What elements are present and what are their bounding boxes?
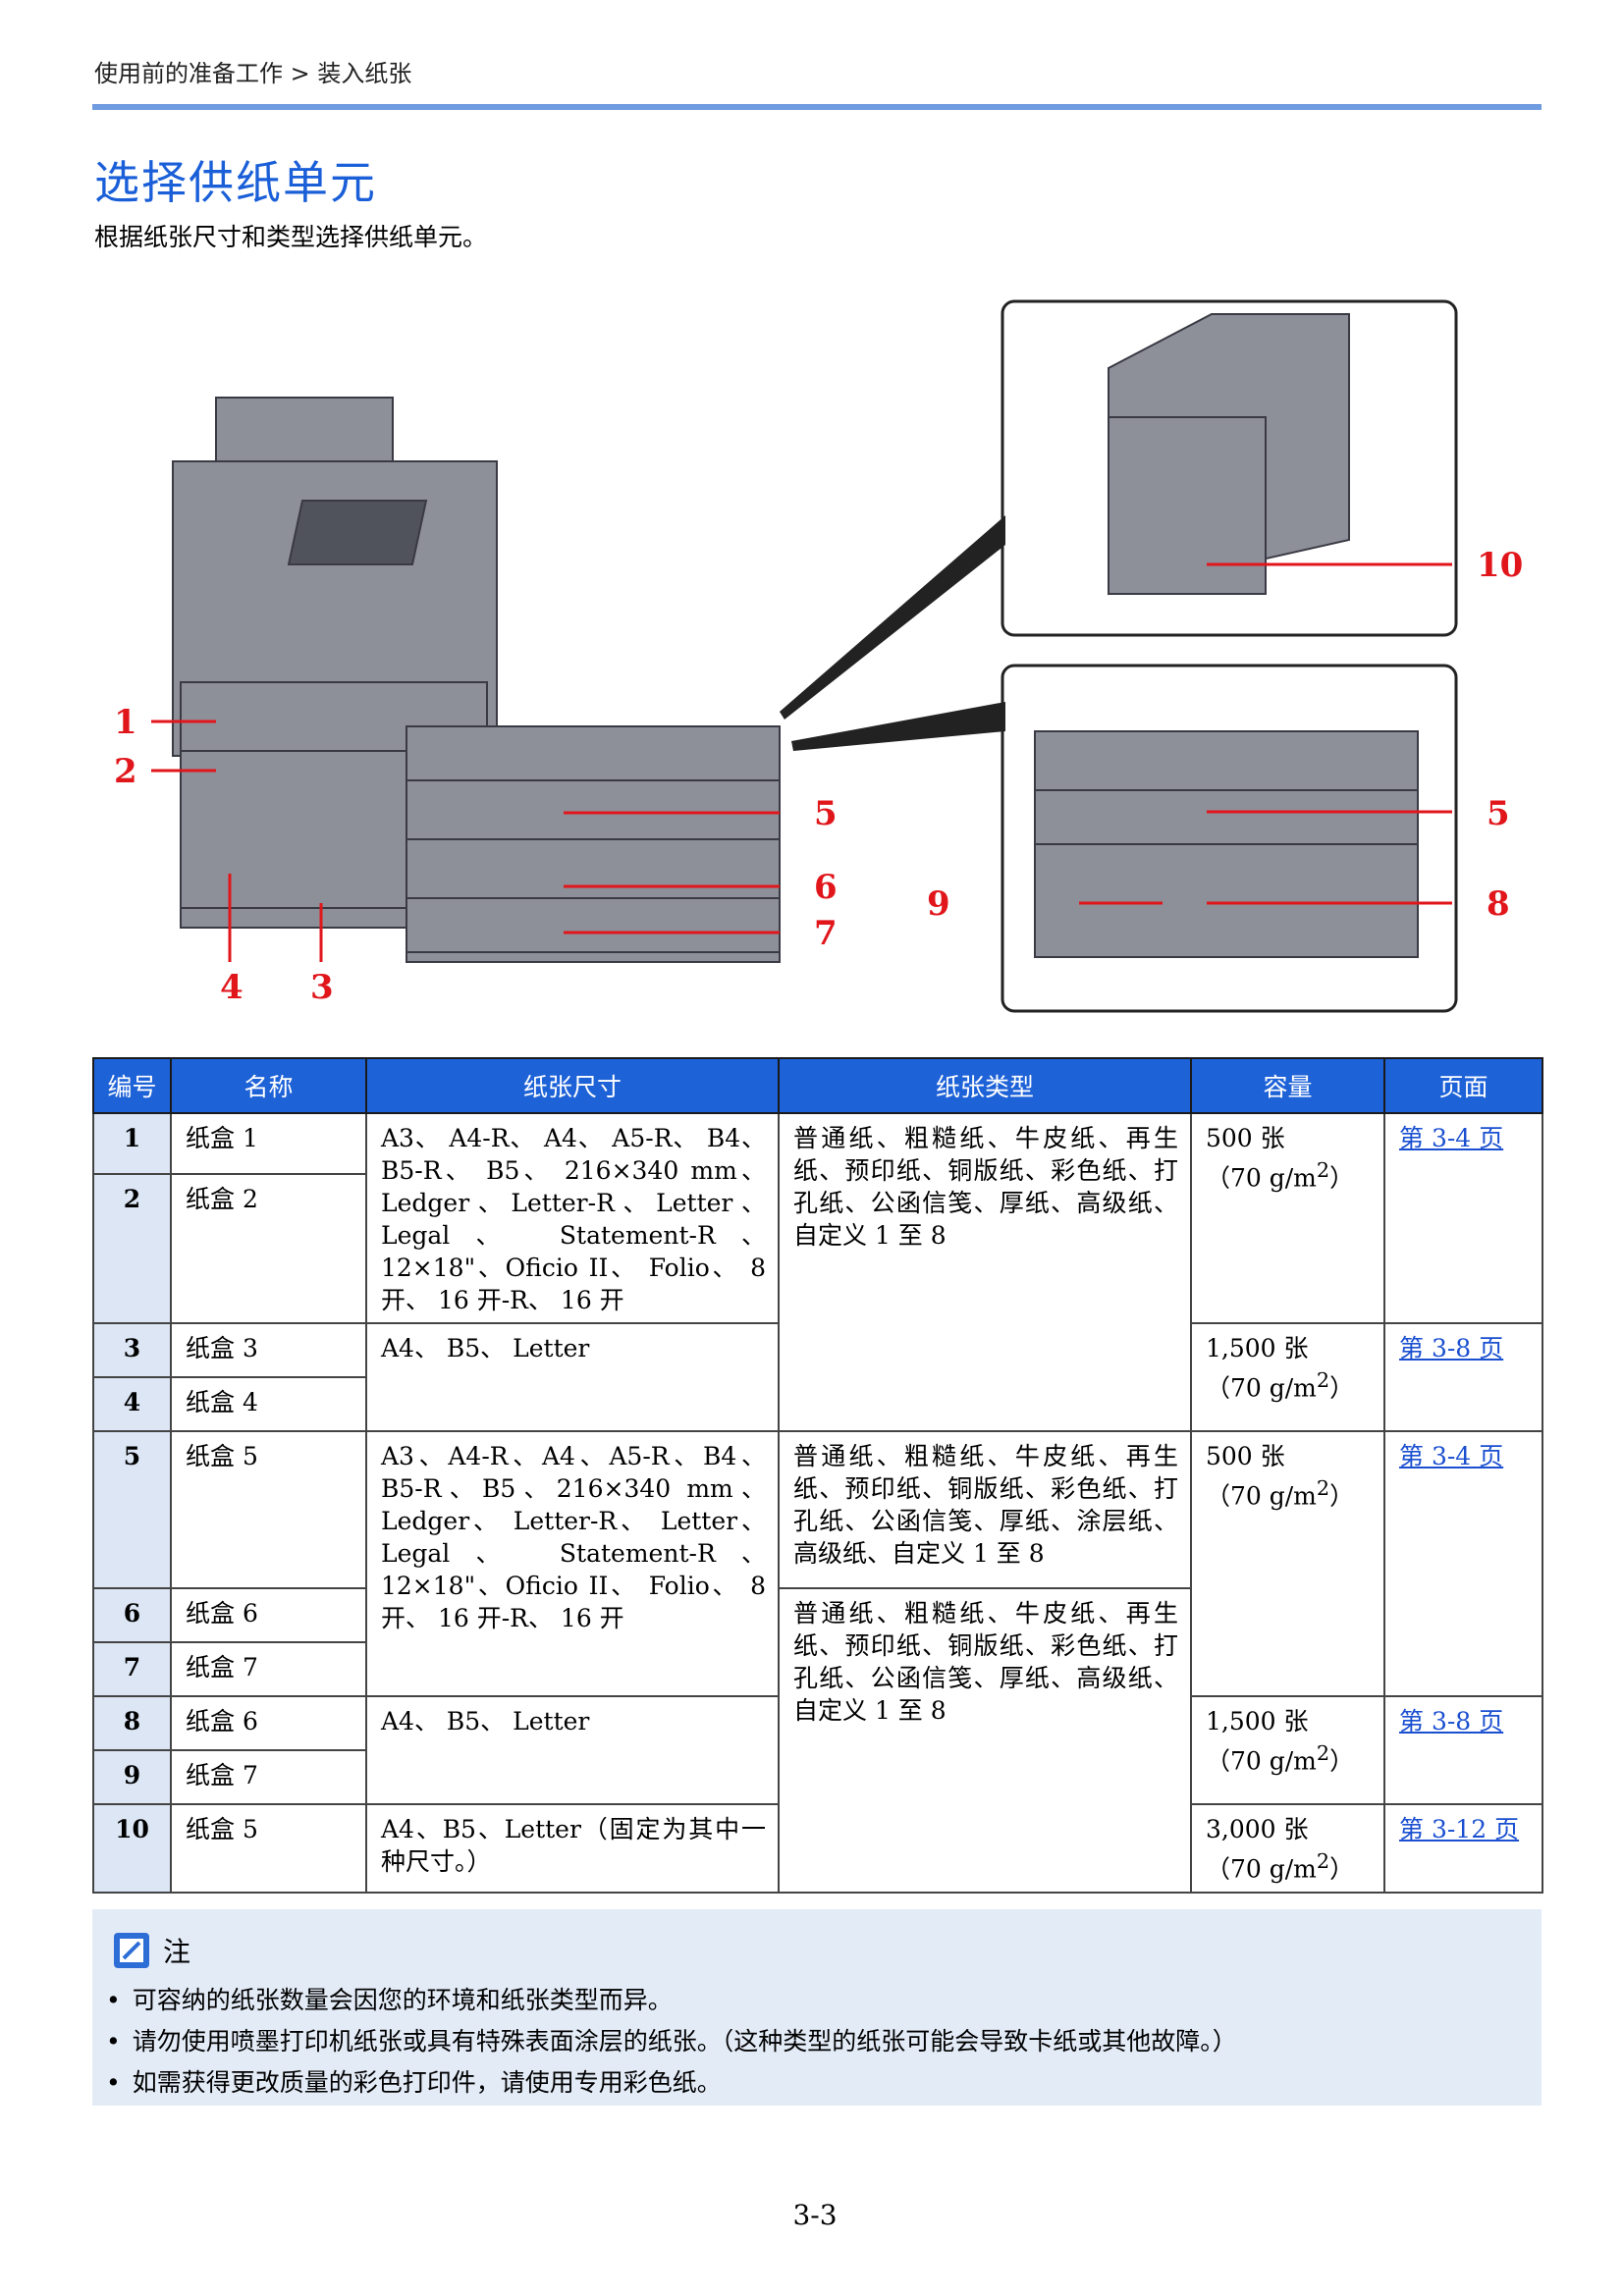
col-capacity: 容量 (1190, 1057, 1385, 1114)
row-name: 纸盒 2 (170, 1173, 367, 1324)
capacity-cell: 500 张（70 g/m2） (1190, 1430, 1385, 1697)
callout-10: 10 (1477, 546, 1523, 585)
note-pencil-icon (114, 1933, 149, 1968)
table-row: 3 纸盒 3 A4、 B5、 Letter 1,500 张（70 g/m2） 第… (92, 1322, 1543, 1432)
row-number: 9 (92, 1749, 172, 1805)
note-item: 可容纳的纸张数量会因您的环境和纸张类型而异。 (106, 1980, 1237, 2021)
page-link-cell: 第 3-4 页 (1383, 1430, 1543, 1697)
capacity-cell: 1,500 张（70 g/m2） (1190, 1322, 1385, 1432)
capacity-cell: 1,500 张（70 g/m2） (1190, 1695, 1385, 1805)
printer-cassette-block (180, 750, 407, 909)
side-deck-drawer-5 (406, 779, 781, 840)
col-name: 名称 (170, 1057, 367, 1114)
paper-size-cell: A3、 A4-R、 A4、 A5-R、 B4、 B5-R、 B5、 216×34… (365, 1112, 780, 1324)
paper-type-cell: 普通纸、粗糙纸、牛皮纸、再生纸、预印纸、铜版纸、彩色纸、打孔纸、公函信笺、厚纸、… (778, 1112, 1192, 1432)
page-link[interactable]: 第 3-12 页 (1399, 1815, 1520, 1843)
callout-3: 3 (310, 968, 334, 1007)
paper-size-cell: A4、 B5、 Letter (365, 1322, 780, 1432)
col-number: 编号 (92, 1057, 172, 1114)
paper-size-cell: A4、 B5、 Letter (365, 1695, 780, 1805)
row-number: 7 (92, 1641, 172, 1697)
row-name: 纸盒 4 (170, 1376, 367, 1432)
printer-panel (287, 500, 428, 565)
row-number: 2 (92, 1173, 172, 1324)
paper-size-cell: A3、A4-R、A4、A5-R、B4、B5-R、B5、216×340 mm、Le… (365, 1430, 780, 1697)
callout-5: 5 (814, 794, 838, 833)
table-row: 10 纸盒 5 A4、B5、Letter（固定为其中一种尺寸。） 3,000 张… (92, 1803, 1543, 1894)
row-number: 10 (92, 1803, 172, 1894)
row-name: 纸盒 1 (170, 1111, 367, 1176)
header-rule (92, 104, 1542, 110)
row-number: 5 (92, 1430, 172, 1589)
row-number: 8 (92, 1695, 172, 1751)
callout-2: 2 (114, 752, 137, 791)
side-deck-drawer-7 (406, 897, 781, 953)
page-subtitle: 根据纸张尺寸和类型选择供纸单元。 (94, 223, 488, 251)
callout-5-detail: 5 (1487, 794, 1510, 833)
page-title: 选择供纸单元 (94, 156, 377, 209)
row-name: 纸盒 5 (170, 1430, 367, 1589)
note-item: 如需获得更改质量的彩色打印件，请使用专用彩色纸。 (106, 2062, 1237, 2104)
table-row: 9 纸盒 7 (92, 1749, 1542, 1805)
row-number: 1 (92, 1111, 172, 1176)
page-link-cell: 第 3-4 页 (1383, 1112, 1543, 1324)
paper-type-cell: 普通纸、粗糙纸、牛皮纸、再生纸、预印纸、铜版纸、彩色纸、打孔纸、公函信笺、厚纸、… (778, 1430, 1192, 1589)
page-link-cell: 第 3-8 页 (1383, 1322, 1543, 1432)
table-row: 6 纸盒 6 普通纸、粗糙纸、牛皮纸、再生纸、预印纸、铜版纸、彩色纸、打孔纸、公… (92, 1587, 1542, 1894)
table-row: 7 纸盒 7 (92, 1641, 1542, 1697)
page-number: 3-3 (792, 2199, 838, 2231)
row-number: 3 (92, 1322, 172, 1378)
page-link[interactable]: 第 3-8 页 (1399, 1707, 1504, 1735)
paper-source-table: 编号 名称 纸张尺寸 纸张类型 容量 页面 1 纸盒 1 A3、 A4-R、 A… (92, 1057, 1543, 1894)
paper-size-cell: A4、B5、Letter（固定为其中一种尺寸。） (365, 1803, 780, 1894)
table-row: 4 纸盒 4 (92, 1376, 1542, 1432)
note-box: 注 可容纳的纸张数量会因您的环境和纸张类型而异。 请勿使用喷墨打印机纸张或具有特… (92, 1909, 1542, 2106)
note-item: 请勿使用喷墨打印机纸张或具有特殊表面涂层的纸张。（这种类型的纸张可能会导致卡纸或… (106, 2021, 1237, 2062)
table-row: 5 纸盒 5 A3、A4-R、A4、A5-R、B4、B5-R、B5、216×34… (92, 1430, 1543, 1697)
row-name: 纸盒 5 (170, 1803, 367, 1894)
paper-type-cell: 普通纸、粗糙纸、牛皮纸、再生纸、预印纸、铜版纸、彩色纸、打孔纸、公函信笺、厚纸、… (778, 1587, 1192, 1894)
table-row: 1 纸盒 1 A3、 A4-R、 A4、 A5-R、 B4、 B5-R、 B5、… (92, 1111, 1543, 1432)
callout-6: 6 (814, 868, 838, 907)
callout-9: 9 (927, 884, 950, 924)
capacity-cell: 500 张（70 g/m2） (1190, 1112, 1385, 1324)
row-name: 纸盒 7 (170, 1749, 367, 1805)
callout-4: 4 (220, 968, 243, 1007)
page-link[interactable]: 第 3-4 页 (1399, 1124, 1504, 1152)
page-link[interactable]: 第 3-8 页 (1399, 1334, 1504, 1362)
capacity-cell: 3,000 张（70 g/m2） (1190, 1803, 1385, 1894)
table-row: 8 纸盒 6 A4、 B5、 Letter 1,500 张（70 g/m2） 第… (92, 1695, 1543, 1805)
note-heading: 注 (114, 1931, 190, 1970)
note-heading-text: 注 (163, 1936, 191, 1968)
row-name: 纸盒 7 (170, 1641, 367, 1697)
col-paper-size: 纸张尺寸 (365, 1057, 780, 1114)
page-link[interactable]: 第 3-4 页 (1399, 1442, 1504, 1470)
col-page: 页面 (1383, 1057, 1543, 1114)
row-name: 纸盒 3 (170, 1322, 367, 1378)
callout-1: 1 (114, 703, 137, 742)
row-number: 4 (92, 1376, 172, 1432)
table-row: 2 纸盒 2 (92, 1173, 1542, 1324)
page-link-cell: 第 3-12 页 (1383, 1803, 1543, 1894)
col-paper-type: 纸张类型 (778, 1057, 1192, 1114)
row-name: 纸盒 6 (170, 1695, 367, 1751)
breadcrumb: 使用前的准备工作 > 装入纸张 (94, 60, 412, 87)
callout-7: 7 (814, 914, 838, 953)
note-list: 可容纳的纸张数量会因您的环境和纸张类型而异。 请勿使用喷墨打印机纸张或具有特殊表… (106, 1980, 1237, 2104)
page-link-cell: 第 3-8 页 (1383, 1695, 1543, 1805)
row-number: 6 (92, 1587, 172, 1643)
row-name: 纸盒 6 (170, 1587, 367, 1643)
side-deck-drawer-6 (406, 838, 781, 899)
detail-connector-bottom (791, 702, 1005, 751)
printer-illustration: 1 2 3 4 5 6 7 5 8 9 10 (114, 299, 1523, 1013)
lcf-front (1108, 416, 1267, 595)
detail-connector-top (780, 515, 1005, 720)
detail-deck-drawer (1034, 789, 1419, 845)
callout-8: 8 (1487, 884, 1510, 924)
table-header-row: 编号 名称 纸张尺寸 纸张类型 容量 页面 (92, 1057, 1543, 1114)
